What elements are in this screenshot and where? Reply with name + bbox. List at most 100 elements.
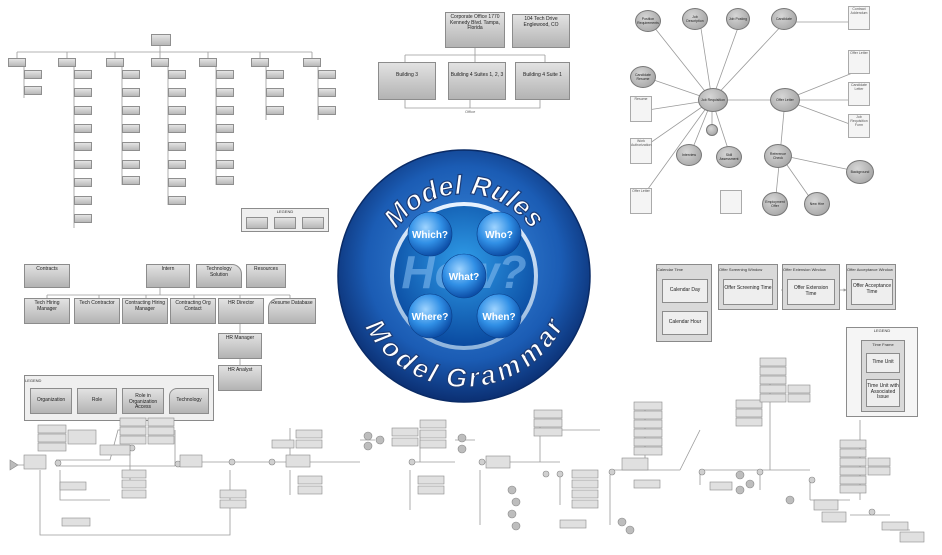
- graph-node: Offer Letter: [770, 88, 800, 112]
- timeline-calendar-day: Calendar Day: [662, 279, 708, 303]
- org-child-box: [216, 124, 234, 133]
- graph-document: Offer Letter: [848, 50, 870, 74]
- org-child-box: [216, 70, 234, 79]
- org-child-box: [168, 88, 186, 97]
- org-box-hr-analyst: HR Analyst: [218, 365, 262, 391]
- org-child-box: [266, 106, 284, 115]
- timeline-legend-frame: Time Frame Time Unit Time Unit with Asso…: [861, 340, 905, 412]
- org-child-box: [168, 70, 186, 79]
- graph-node: Skill Assessment: [716, 146, 742, 168]
- graph-node: Position Requirements: [635, 10, 661, 32]
- corporate-office-box: Corporate Office 1770 Kennedy Blvd. Tamp…: [445, 12, 505, 48]
- org-child-box: [122, 70, 140, 79]
- small-legend-swatch: [302, 217, 324, 229]
- graph-node: Reference Check: [764, 144, 792, 168]
- org-child-box: [74, 214, 92, 223]
- org-child-box: [318, 88, 336, 97]
- org-level1-box: [151, 58, 169, 67]
- org-level1-box: [8, 58, 26, 67]
- central-emblem: How? Which? Who? What? Where? When? Mode…: [336, 148, 592, 404]
- org-child-box: [122, 124, 140, 133]
- graph-node: Job Requisition: [698, 88, 728, 112]
- org-child-box: [74, 178, 92, 187]
- graph-node: Background: [846, 160, 874, 184]
- legend-technology: Technology: [169, 388, 209, 414]
- bubble-who: Who?: [485, 230, 513, 241]
- org-child-box: [266, 88, 284, 97]
- timeline-offer-extension-time: Offer Extension Time: [787, 279, 835, 305]
- graph-document: [720, 190, 742, 214]
- graph-node: Interview: [676, 144, 702, 166]
- location-footer-label: Office: [465, 109, 476, 114]
- org-box-tech-hiring-manager: Tech Hiring Manager: [24, 298, 70, 324]
- org-child-box: [74, 142, 92, 151]
- org-child-box: [24, 86, 42, 95]
- org-child-box: [122, 176, 140, 185]
- graph-document: Resume: [630, 96, 652, 122]
- graph-node: Employment Offer: [762, 192, 788, 216]
- small-legend: LEGEND: [241, 208, 329, 232]
- timeline-legend-issue: Time Unit with Associated Issue: [866, 379, 900, 407]
- building-4-suites-box: Building 4 Suites 1, 2, 3: [448, 62, 506, 100]
- org-legend: LEGEND Organization Role Role in Organiz…: [24, 375, 214, 421]
- org-child-box: [122, 142, 140, 151]
- org-box-resume-database: Resume Database: [268, 298, 316, 324]
- org-child-box: [122, 88, 140, 97]
- org-level1-box: [303, 58, 321, 67]
- graph-node: [706, 124, 718, 136]
- building-4-suite-1-box: Building 4 Suite 1: [515, 62, 570, 100]
- timeline-offer-acceptance: Offer Acceptance Window Offer Acceptance…: [846, 264, 896, 310]
- org-box-contracting-hiring-manager: Contracting Hiring Manager: [122, 298, 168, 324]
- org-child-box: [216, 160, 234, 169]
- graph-node: Job Posting: [726, 8, 750, 30]
- org-child-box: [74, 196, 92, 205]
- org-child-box: [216, 88, 234, 97]
- legend-role: Role: [77, 388, 117, 414]
- org-box-contracting-org-contact: Contracting Org Contact: [170, 298, 216, 324]
- graph-node: New Hire: [804, 192, 830, 216]
- org-level1-box: [251, 58, 269, 67]
- org-box-contracts: Contracts: [24, 264, 70, 288]
- graph-node: Candidate Resume: [630, 66, 656, 88]
- timeline-legend: LEGEND Time Frame Time Unit Time Unit wi…: [846, 327, 918, 417]
- org-child-box: [74, 160, 92, 169]
- org-level1-box: [58, 58, 76, 67]
- graph-document: Job Requisition Form: [848, 114, 870, 138]
- org-box-tech-contractor: Tech Contractor: [74, 298, 120, 324]
- graph-node: Job Description: [682, 8, 708, 30]
- graph-node: Candidate: [771, 8, 797, 30]
- timeline-offer-screening-time: Offer Screening Time: [723, 279, 773, 305]
- org-child-box: [74, 70, 92, 79]
- timeline-offer-screening: Offer Screening Window Offer Screening T…: [718, 264, 778, 310]
- graph-document: Work Authorization: [630, 138, 652, 164]
- org-child-box: [266, 70, 284, 79]
- org-child-box: [122, 106, 140, 115]
- bubble-when: When?: [482, 312, 515, 323]
- timeline-legend-unit: Time Unit: [866, 353, 900, 373]
- bubble-what: What?: [449, 272, 480, 283]
- small-legend-swatch: [246, 217, 268, 229]
- org-box-hr-director: HR Director: [218, 298, 264, 324]
- org-child-box: [318, 106, 336, 115]
- org-child-box: [318, 70, 336, 79]
- bubble-which: Which?: [412, 230, 448, 241]
- tech-drive-office-box: 104 Tech Drive Englewood, CO: [512, 14, 570, 48]
- org-child-box: [168, 106, 186, 115]
- org-child-box: [216, 106, 234, 115]
- org-child-box: [168, 196, 186, 205]
- graph-document: Contract Addendum: [848, 6, 870, 30]
- org-child-box: [74, 88, 92, 97]
- org-child-box: [216, 176, 234, 185]
- small-legend-title: LEGEND: [276, 209, 294, 214]
- timeline-calendar-hour: Calendar Hour: [662, 311, 708, 335]
- legend-role-in-org: Role in Organization Access: [122, 388, 164, 414]
- org-box-hr-manager: HR Manager: [218, 333, 262, 359]
- timeline-offer-acceptance-time: Offer Acceptance Time: [851, 279, 893, 305]
- org-child-box: [168, 178, 186, 187]
- bubble-where: Where?: [412, 312, 449, 323]
- org-child-box: [24, 70, 42, 79]
- legend-organization: Organization: [30, 388, 72, 414]
- org-root-box: [151, 34, 171, 46]
- org-child-box: [122, 160, 140, 169]
